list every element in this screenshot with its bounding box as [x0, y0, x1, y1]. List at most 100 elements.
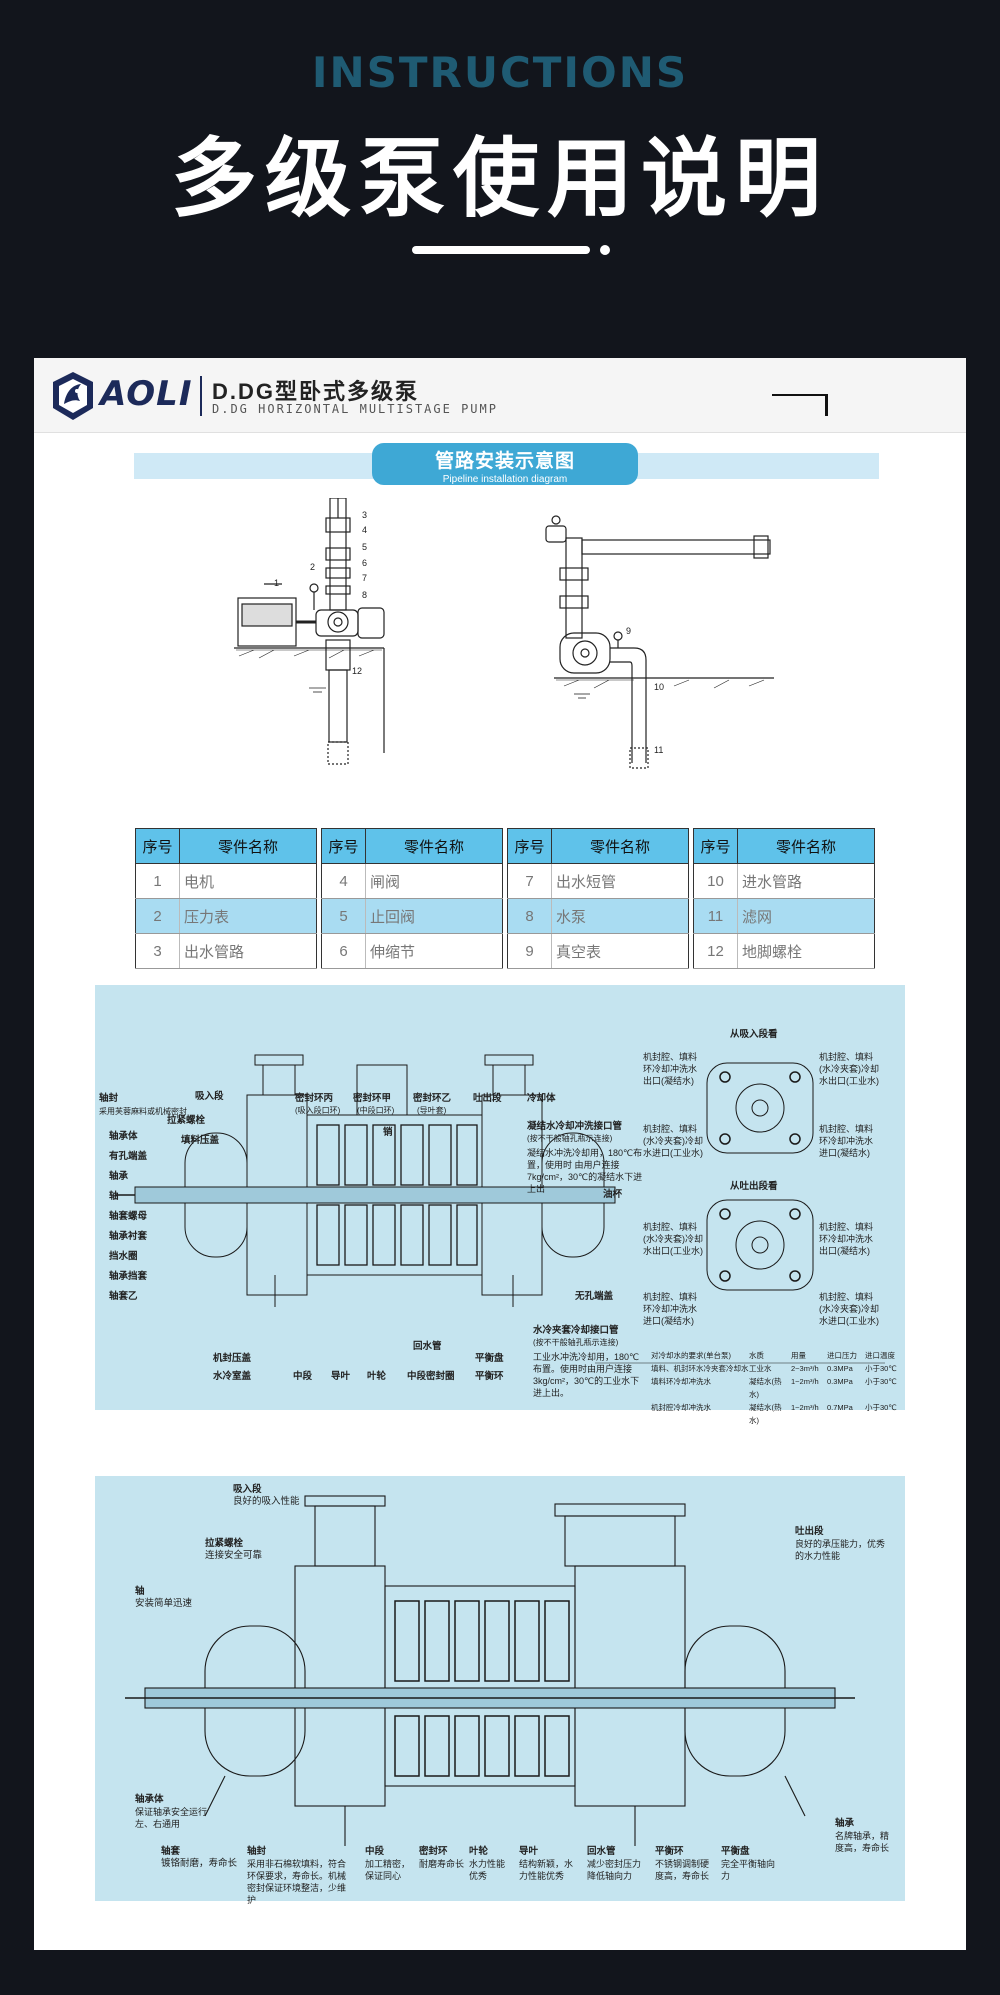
feat-discharge-title: 吐出段 — [795, 1526, 824, 1537]
label-seal-ring-a: 密封环甲 — [353, 1093, 392, 1104]
corner-mark — [772, 394, 828, 416]
label-view-g: 机封腔、填料环冷却冲洗水进口(凝结水) — [643, 1292, 698, 1326]
pump-feature-drawing — [125, 1495, 855, 1846]
label-view-discharge: 从吐出段看 — [730, 1181, 778, 1192]
cool-r1c1: 凝结水(热水) — [749, 1377, 782, 1399]
part-num: 8 — [507, 898, 552, 934]
hero-title-cn: 多级泵使用说明 — [171, 129, 829, 229]
label-condensate-port: 凝结水冷却冲洗接口管 — [527, 1121, 623, 1132]
feat-impeller-title: 叶轮 — [469, 1846, 489, 1857]
feat-vane-desc: 结构新颖，水力性能优秀 — [519, 1859, 574, 1881]
pump-section-drawing — [115, 1054, 885, 1364]
model-subtitle: D.DG HORIZONTAL MULTISTAGE PUMP — [212, 402, 498, 416]
cool-r0c4: 小于30℃ — [865, 1364, 897, 1373]
cool-r2c3: 0.7MPa — [827, 1403, 853, 1412]
label-sleeve-b: 轴套乙 — [109, 1291, 138, 1302]
feat-sealring-title: 密封环 — [419, 1846, 448, 1857]
part-name: 电机 — [179, 863, 317, 899]
label-view-a: 机封腔、填料环冷却冲洗水出口(凝结水) — [643, 1052, 698, 1086]
feat-discharge-desc: 良好的承压能力，优秀的水力性能 — [795, 1539, 886, 1561]
label-seal-ring-b: 密封环乙 — [413, 1093, 452, 1104]
label-bearing-body: 轴承体 — [109, 1131, 138, 1142]
note-jacket: 工业水冲洗冷却用，180℃布置。使用时由用户连接3kg/cm²，30℃的工业水下… — [533, 1352, 640, 1398]
label-seal-ring-c: 密封环丙 — [295, 1093, 334, 1104]
label-suction-section: 吸入段 — [195, 1091, 224, 1102]
feat-seal-desc: 采用非石棉软填料，符合环保要求，寿命长。机械密封保证环境整洁，少维护 — [247, 1859, 347, 1905]
part-name: 出水短管 — [551, 863, 689, 899]
feat-suction-title: 吸入段 — [233, 1484, 262, 1495]
part-name: 水泵 — [551, 898, 689, 934]
feat-tiebolt-desc: 连接安全可靠 — [205, 1550, 263, 1561]
feat-bearing-title: 轴承 — [835, 1818, 855, 1829]
callout-6: 6 — [362, 558, 367, 568]
label-jacket-port-note: (按不干般轴孔瓶示连接) — [533, 1338, 619, 1347]
part-num: 7 — [507, 863, 552, 899]
label-view-suction: 从吸入段看 — [730, 1029, 778, 1040]
label-seal-gland: 机封压盖 — [213, 1353, 252, 1364]
feat-shaft-title: 轴 — [135, 1586, 145, 1597]
callout-11: 11 — [654, 745, 663, 755]
cool-r2c0: 机封腔冷却冲洗水 — [651, 1403, 711, 1412]
label-return-pipe: 回水管 — [413, 1341, 442, 1352]
callout-4: 4 — [362, 525, 367, 535]
label-bearing-liner: 轴承衬套 — [109, 1231, 148, 1242]
sheet-header: AOLI D.DG型卧式多级泵 D.DG HORIZONTAL MULTISTA… — [34, 358, 966, 433]
header-name: 零件名称 — [737, 828, 875, 864]
label-cooler: 冷却体 — [527, 1093, 556, 1104]
cooling-table: 对冷却水的要求(单台泵)水质用量进口压力进口温度 填料、机封环水冷夹套冷却水工业… — [651, 1349, 901, 1427]
feat-shaft-desc: 安装简单迅速 — [135, 1598, 193, 1609]
pipeline-title-cn: 管路安装示意图 — [434, 451, 575, 472]
part-name: 压力表 — [179, 898, 317, 934]
cool-h2: 用量 — [791, 1351, 806, 1360]
cool-r1c2: 1~2m³/h — [791, 1377, 819, 1386]
part-num: 3 — [135, 933, 180, 969]
feat-middle-title: 中段 — [365, 1846, 385, 1857]
cool-r0c3: 0.3MPa — [827, 1364, 853, 1373]
feat-sleeve-desc: 镀铬耐磨，寿命长 — [161, 1858, 238, 1869]
label-shaft-seal: 轴封 — [99, 1093, 119, 1104]
label-blind-cover: 无孔端盖 — [575, 1291, 614, 1302]
cool-r0c2: 2~3m³/h — [791, 1364, 819, 1373]
label-impeller: 叶轮 — [367, 1371, 387, 1382]
feat-middle-desc: 加工精密，保证同心 — [365, 1859, 411, 1881]
label-jacket-port: 水冷夹套冷却接口管 — [533, 1325, 619, 1336]
feat-suction-desc: 良好的吸入性能 — [233, 1496, 300, 1507]
part-name: 伸缩节 — [365, 933, 503, 969]
label-view-b: 机封腔、填料(水冷夹套)冷却水出口(工业水) — [819, 1052, 879, 1086]
feat-bearing-desc: 名牌轴承，精度高，寿命长 — [835, 1831, 890, 1853]
part-num: 10 — [693, 863, 738, 899]
model-title: D.DG型卧式多级泵 — [212, 379, 420, 404]
part-name: 地脚螺栓 — [737, 933, 875, 969]
feat-baldisc-title: 平衡盘 — [721, 1846, 750, 1857]
label-guide-vane: 导叶 — [331, 1371, 351, 1382]
label-view-f: 机封腔、填料环冷却冲洗水出口(凝结水) — [819, 1222, 874, 1256]
label-holed-cover: 有孔端盖 — [109, 1151, 148, 1162]
callout-9: 9 — [626, 626, 631, 636]
label-view-e: 机封腔、填料(水冷夹套)冷却水出口(工业水) — [643, 1222, 703, 1256]
header-num: 序号 — [135, 828, 180, 864]
part-num: 11 — [693, 898, 738, 934]
label-bearing: 轴承 — [109, 1171, 129, 1182]
callout-12: 12 — [352, 666, 362, 676]
label-middle-seal: 中段密封圈 — [407, 1371, 455, 1382]
label-tie-bolt: 拉紧螺栓 — [167, 1115, 206, 1126]
label-packing-gland: 填料压盖 — [181, 1135, 220, 1146]
label-cooling-cover: 水冷室盖 — [213, 1371, 252, 1382]
part-name: 真空表 — [551, 933, 689, 969]
part-num: 5 — [321, 898, 366, 934]
header-name: 零件名称 — [365, 828, 503, 864]
label-water-ring: 挡水圈 — [109, 1251, 138, 1262]
hero-underline — [412, 246, 590, 254]
part-num: 9 — [507, 933, 552, 969]
header-num: 序号 — [321, 828, 366, 864]
label-view-h: 机封腔、填料(水冷夹套)冷却水进口(工业水) — [819, 1292, 879, 1326]
feat-sealring-desc: 耐磨寿命长 — [419, 1859, 465, 1869]
cool-r2c2: 1~2m³/h — [791, 1403, 819, 1412]
label-condensate-port-note: (按不干般轴孔瓶示连接) — [527, 1134, 613, 1143]
feat-balring-title: 平衡环 — [655, 1846, 684, 1857]
cool-h3: 进口压力 — [827, 1351, 857, 1360]
callout-8: 8 — [362, 590, 367, 600]
